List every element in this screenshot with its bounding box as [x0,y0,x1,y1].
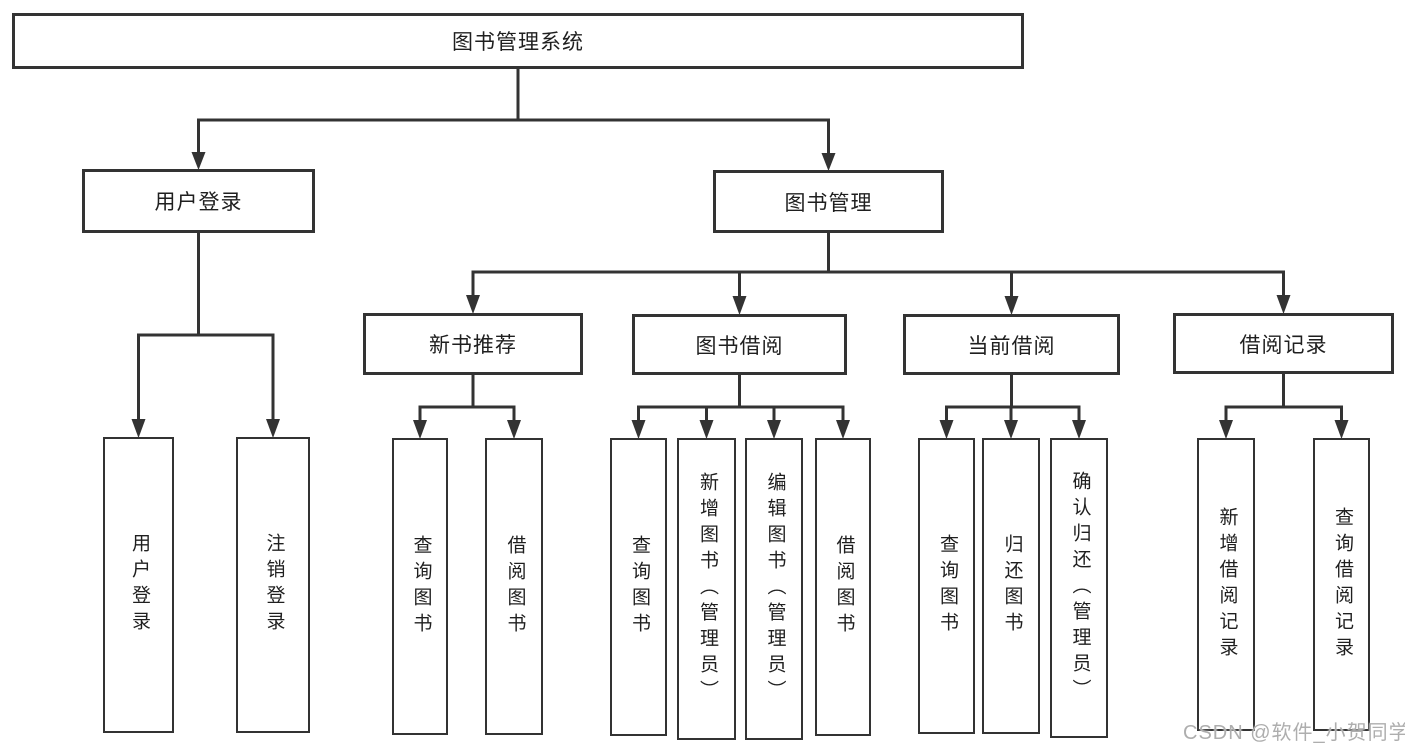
leaf-cb-confirm-return-admin: 确认归还（管理员） [1050,438,1108,738]
node-root: 图书管理系统 [12,13,1024,69]
leaf-cb-query-books-label: 查询图书 [936,534,958,638]
leaf-cb-confirm-return-admin-label: 确认归还（管理员） [1069,471,1091,705]
leaf-br-add-record-label: 新增借阅记录 [1216,506,1238,663]
leaf-nbr-query-books-label: 查询图书 [410,534,432,639]
leaf-logout: 注销登录 [236,437,310,733]
leaf-bb-query-books-label: 查询图书 [628,535,650,639]
node-book-mgmt-label: 图书管理 [784,191,873,215]
connector-book-mgmt-to-level3 [466,233,1291,315]
node-book-borrow: 图书借阅 [632,314,847,375]
leaf-bb-edit-books-admin: 编辑图书（管理员） [745,438,803,740]
node-book-mgmt: 图书管理 [713,170,944,233]
node-new-book-rec-label: 新书推荐 [429,334,517,357]
connector-new-book-rec-to-children [413,375,521,439]
leaf-nbr-borrow-books-label: 借阅图书 [504,534,526,639]
leaf-bb-edit-books-admin-label: 编辑图书（管理员） [764,472,786,706]
leaf-cb-query-books: 查询图书 [918,438,975,734]
leaf-br-query-record-label: 查询借阅记录 [1331,506,1353,663]
node-borrow-records-label: 借阅记录 [1239,333,1328,357]
leaf-bb-borrow-books: 借阅图书 [815,438,871,736]
leaf-cb-return-books: 归还图书 [982,438,1040,734]
leaf-bb-query-books: 查询图书 [610,438,667,736]
leaf-nbr-query-books: 查询图书 [392,438,448,735]
leaf-bb-borrow-books-label: 借阅图书 [833,535,855,639]
node-root-label: 图书管理系统 [452,31,584,54]
connector-user-login-to-children [131,233,280,438]
leaf-bb-add-books-admin: 新增图书（管理员） [677,438,736,740]
leaf-bb-add-books-admin-label: 新增图书（管理员） [696,472,718,706]
leaf-cb-return-books-label: 归还图书 [1001,534,1023,638]
connector-root-to-level2 [191,69,836,171]
leaf-br-add-record: 新增借阅记录 [1197,438,1255,731]
connector-book-borrow-to-children [631,375,850,439]
connector-current-borrow-to-children [939,375,1086,439]
leaf-user-login-label: 用户登录 [128,533,150,637]
node-new-book-rec: 新书推荐 [363,313,583,375]
node-book-borrow-label: 图书借阅 [695,334,784,358]
leaf-br-query-record: 查询借阅记录 [1313,438,1370,731]
leaf-nbr-borrow-books: 借阅图书 [485,438,543,735]
node-borrow-records: 借阅记录 [1173,313,1394,374]
node-current-borrow: 当前借阅 [903,314,1120,375]
leaf-logout-label: 注销登录 [263,533,285,637]
connector-borrow-records-to-children [1219,374,1349,439]
csdn-watermark: CSDN @软件_小贺同学 [1183,722,1405,744]
node-current-borrow-label: 当前借阅 [967,334,1056,358]
node-user-login: 用户登录 [82,169,315,233]
node-user-login-label: 用户登录 [154,191,243,214]
leaf-user-login: 用户登录 [103,437,174,733]
